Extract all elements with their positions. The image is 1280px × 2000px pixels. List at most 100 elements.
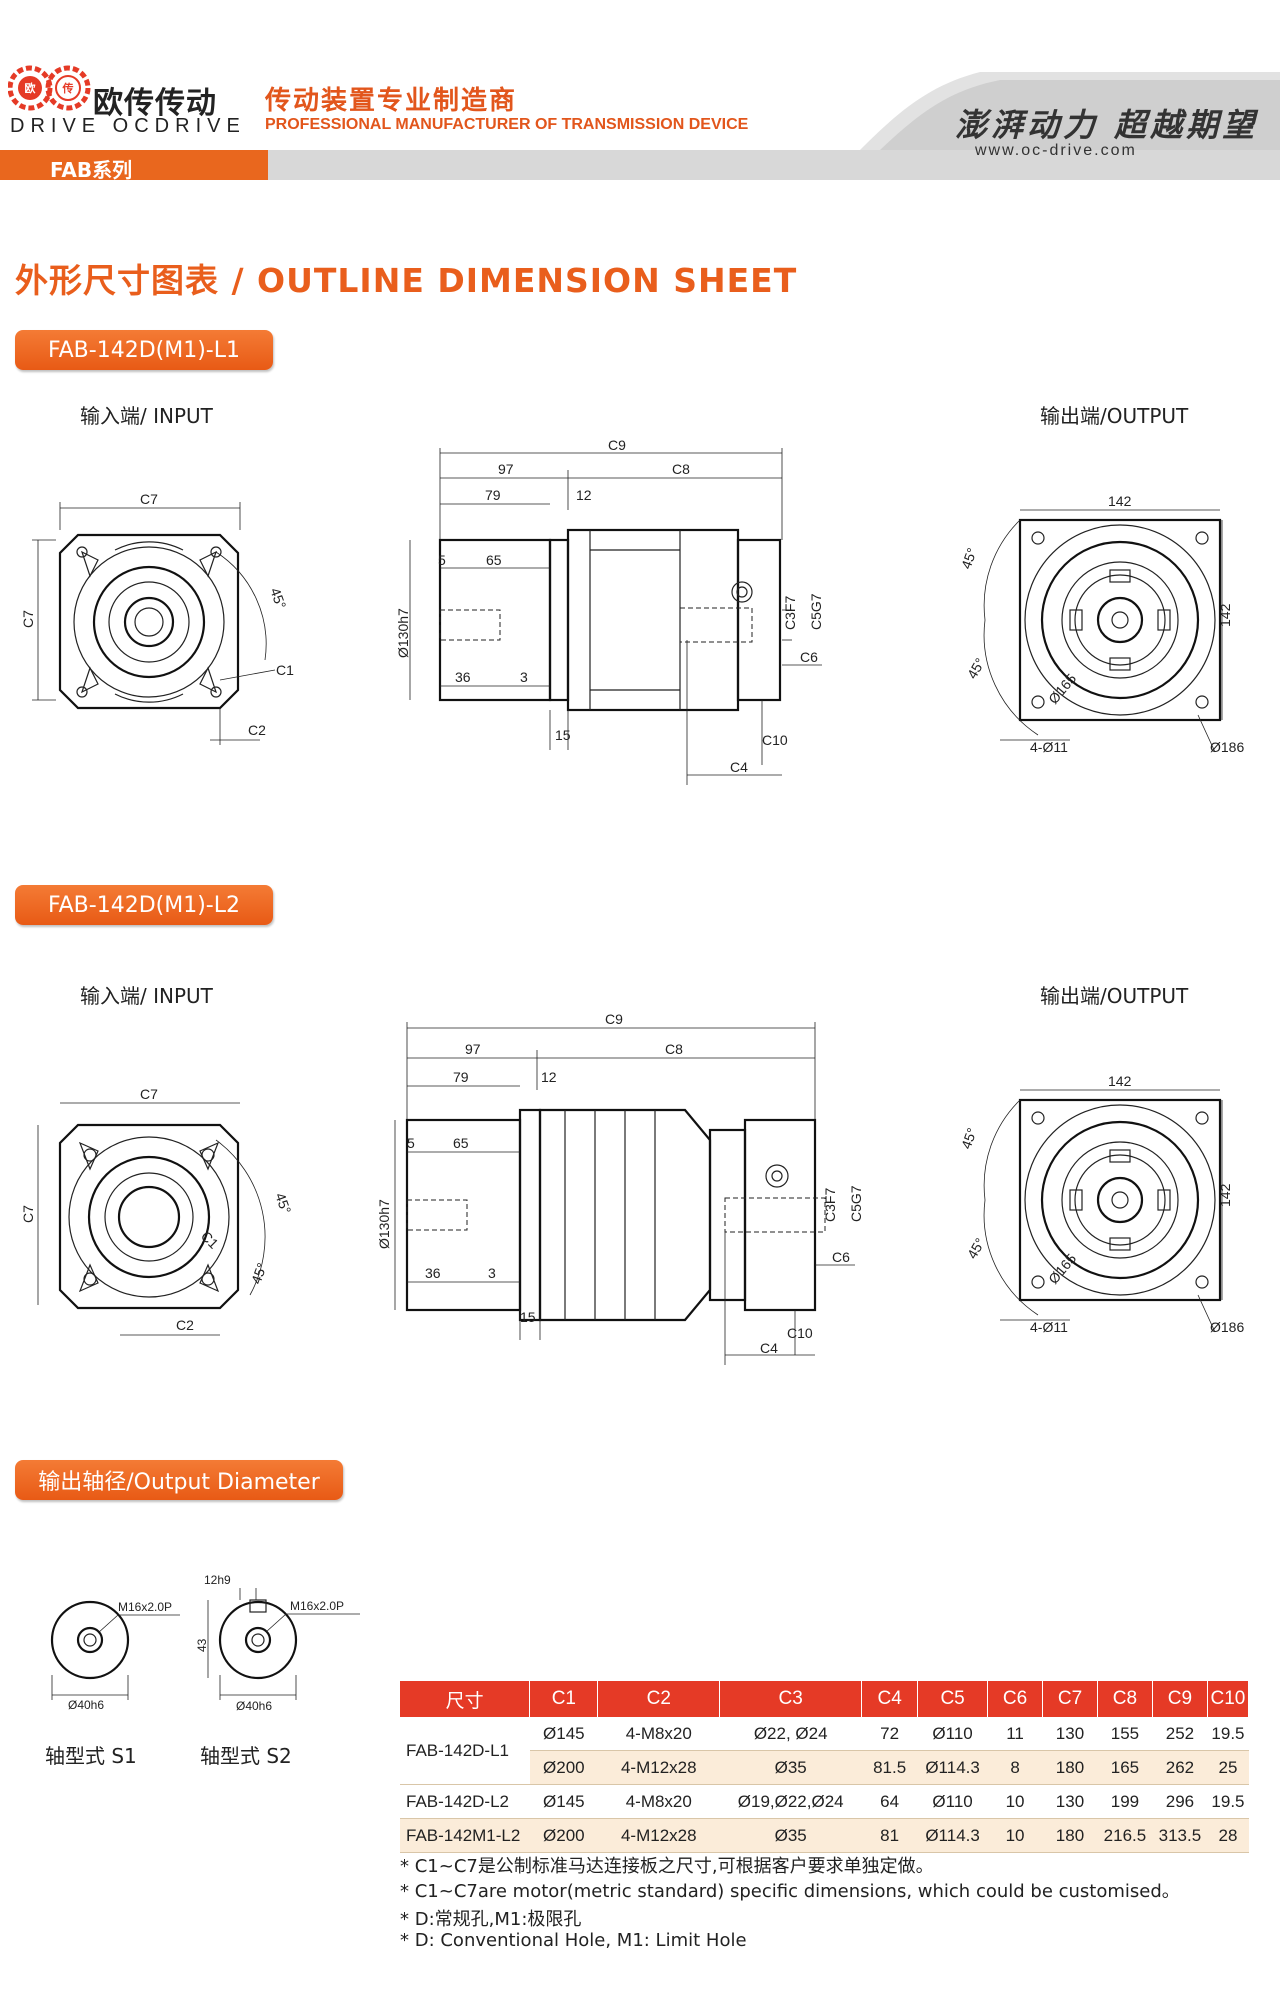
cell: 296 xyxy=(1152,1784,1208,1819)
cell: 81.5 xyxy=(861,1750,918,1785)
cell: 130 xyxy=(1042,1717,1098,1751)
dim-97: 97 xyxy=(498,461,514,477)
dim-c1-2: C1 xyxy=(198,1228,222,1252)
cell: 72 xyxy=(861,1717,918,1751)
section-pill-l1: FAB-142D(M1)-L1 xyxy=(15,330,273,370)
dim-142-out-top-2: 142 xyxy=(1108,1073,1132,1089)
s2-key-height: 43 xyxy=(195,1638,209,1652)
dim-c3: C3F7 xyxy=(782,596,798,630)
dim-36-2: 36 xyxy=(425,1265,441,1281)
dim-45-out-b: 45° xyxy=(964,655,988,681)
input-label-l1: 输入端/ INPUT xyxy=(80,404,213,428)
cell: 11 xyxy=(987,1717,1043,1751)
dim-12: 12 xyxy=(576,487,592,503)
side-view-l1: C9 97 C8 79 12 Ø130h7 5 65 36 3 15 C3F7 … xyxy=(395,440,824,785)
note-3: * D:常规孔,M1:极限孔 xyxy=(400,1909,582,1930)
table-row: Ø200 4-M12x28 Ø35 81.5 Ø114.3 8 180 165 … xyxy=(400,1750,1249,1785)
dim-c2: C2 xyxy=(248,722,266,738)
table-row: FAB-142D-L1 Ø145 4-M8x20 Ø22, Ø24 72 Ø11… xyxy=(400,1717,1249,1785)
cell: 10 xyxy=(987,1818,1043,1853)
dim-c3-2: C3F7 xyxy=(822,1188,838,1222)
s2-key-width: 12h9 xyxy=(204,1573,231,1587)
dim-c5-2: C5G7 xyxy=(848,1185,864,1222)
th-c7: C7 xyxy=(1042,1681,1098,1717)
dim-45-out-2b: 45° xyxy=(964,1235,988,1261)
note-4: * D: Conventional Hole, M1: Limit Hole xyxy=(400,1930,747,1951)
s2-thread: M16x2.0P xyxy=(290,1599,344,1613)
dim-c8-2: C8 xyxy=(665,1041,683,1057)
dim-4-11: 4-Ø11 xyxy=(1030,739,1068,755)
th-c5: C5 xyxy=(917,1681,989,1717)
dim-c7-top-2: C7 xyxy=(140,1086,158,1102)
svg-text:欧: 欧 xyxy=(25,81,36,95)
dim-3-2: 3 xyxy=(488,1265,496,1281)
brand-name-cn: 欧传传动 xyxy=(93,86,217,121)
dim-c9: C9 xyxy=(608,440,626,453)
dim-c2-2: C2 xyxy=(176,1317,194,1333)
brand-name-en: DRIVE OCDRIVE xyxy=(10,115,246,137)
dim-c10: C10 xyxy=(762,732,788,748)
cell: 4-M12x28 xyxy=(597,1818,720,1853)
dim-c6-2: C6 xyxy=(832,1249,850,1265)
dim-130: Ø130h7 xyxy=(395,608,411,658)
cell: Ø200 xyxy=(529,1750,598,1785)
dim-45-input-2b: 45° xyxy=(248,1261,270,1286)
s1-thread: M16x2.0P xyxy=(118,1600,172,1614)
cell: Ø35 xyxy=(719,1818,862,1853)
th-c1: C1 xyxy=(529,1681,599,1717)
th-c9: C9 xyxy=(1152,1681,1208,1717)
dim-142-out-top: 142 xyxy=(1108,493,1132,509)
cell: 155 xyxy=(1097,1717,1153,1751)
dim-97-2: 97 xyxy=(465,1041,481,1057)
dim-c4-2: C4 xyxy=(760,1340,778,1356)
row-model: FAB-142M1-L2 xyxy=(400,1818,530,1853)
series-tab: FAB系列 xyxy=(0,150,268,182)
dim-15: 15 xyxy=(555,727,571,743)
cell: 19.5 xyxy=(1207,1784,1249,1819)
cell: Ø35 xyxy=(719,1750,862,1785)
th-size: 尺寸 xyxy=(400,1681,531,1717)
cell: 4-M12x28 xyxy=(597,1750,720,1785)
cell: 216.5 xyxy=(1097,1818,1153,1853)
dim-3: 3 xyxy=(520,669,528,685)
s2-diameter: Ø40h6 xyxy=(236,1699,272,1713)
cell: 130 xyxy=(1042,1784,1098,1819)
series-label: FAB系列 xyxy=(50,158,133,182)
spec-table: 尺寸 C1 C2 C3 C4 C5 C6 C7 C8 C9 C10 FAB-14… xyxy=(400,1681,1250,1853)
website-link[interactable]: www.oc-drive.com xyxy=(975,142,1137,159)
cell: 28 xyxy=(1207,1818,1249,1853)
dim-5-2: 5 xyxy=(407,1135,415,1151)
s1-diameter: Ø40h6 xyxy=(68,1698,104,1712)
th-c4: C4 xyxy=(861,1681,919,1717)
dim-165: Ø165 xyxy=(1045,670,1079,707)
cell: 199 xyxy=(1097,1784,1153,1819)
th-c3: C3 xyxy=(719,1681,863,1717)
cell: 10 xyxy=(987,1784,1043,1819)
row-model: FAB-142D-L2 xyxy=(400,1784,530,1819)
company-logo: 欧 传 xyxy=(8,65,91,111)
cell: 165 xyxy=(1097,1750,1153,1785)
dim-c5: C5G7 xyxy=(808,593,824,630)
cell: Ø145 xyxy=(529,1717,598,1751)
dim-c10-2: C10 xyxy=(787,1325,813,1341)
table-header-row: 尺寸 C1 C2 C3 C4 C5 C6 C7 C8 C9 C10 xyxy=(400,1681,1250,1717)
dim-c4: C4 xyxy=(730,759,748,775)
cell: 252 xyxy=(1152,1717,1208,1751)
row-model: FAB-142D-L1 xyxy=(400,1717,530,1785)
cell: 4-M8x20 xyxy=(597,1784,720,1819)
cell: Ø19,Ø22,Ø24 xyxy=(719,1784,862,1819)
dim-c8: C8 xyxy=(672,461,690,477)
page-title: 外形尺寸图表 / OUTLINE DIMENSION SHEET xyxy=(15,261,798,300)
tagline-cn: 传动装置专业制造商 xyxy=(265,86,518,116)
table-row: FAB-142M1-L2 Ø200 4-M12x28 Ø35 81 Ø114.3… xyxy=(400,1818,1249,1853)
dim-79-2: 79 xyxy=(453,1069,469,1085)
dim-45-input: 45° xyxy=(267,586,289,611)
input-view-l1: C7 C7 45° C1 C2 xyxy=(20,491,294,745)
note-2: * C1~C7are motor(metric standard) specif… xyxy=(400,1881,1180,1902)
dim-45-out-a: 45° xyxy=(960,546,980,571)
th-c8: C8 xyxy=(1097,1681,1153,1717)
dim-165-2: Ø165 xyxy=(1045,1250,1079,1287)
cell: 262 xyxy=(1152,1750,1208,1785)
cell: 64 xyxy=(861,1784,918,1819)
dim-c7-top: C7 xyxy=(140,491,158,507)
